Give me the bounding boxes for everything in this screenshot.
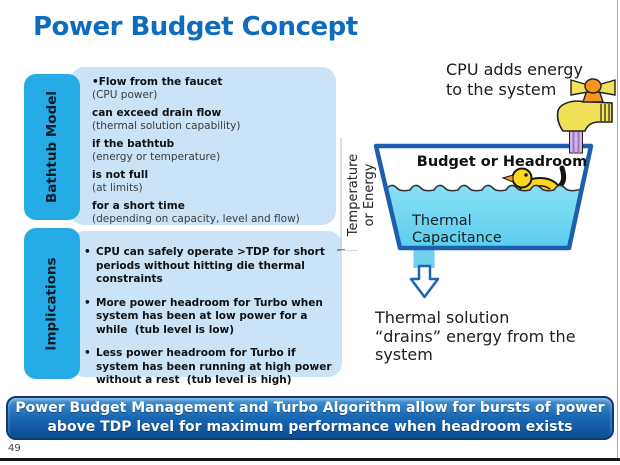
item-head: for a short time [92, 200, 185, 212]
bathtub-diagram [337, 78, 616, 299]
bullet-text: Less power headroom for Turbo if system … [96, 347, 332, 386]
faucet-icon [556, 78, 616, 154]
item-head: can exceed drain flow [92, 107, 222, 119]
item-sub: (depending on capacity, level and flow) [92, 213, 300, 225]
list-item: •Flow from the faucet (CPU power) [92, 76, 326, 102]
bullet-glyph: • [84, 296, 91, 309]
item-sub: (at limits) [92, 182, 143, 194]
bathtub-model-label-box: Bathtub Model [24, 74, 80, 220]
bullet-glyph: • [84, 246, 91, 258]
bullet-text: More power headroom for Turbo when syste… [96, 296, 323, 336]
summary-banner-text: Power Budget Management and Turbo Algori… [15, 400, 605, 435]
slide-bottom-edge [0, 458, 620, 461]
item-head: if the bathtub [92, 138, 175, 150]
list-item: • CPU can safely operate >TDP for short … [84, 246, 336, 287]
budget-headroom-label: Budget or Headroom [416, 154, 588, 170]
list-item: can exceed drain flow (thermal solution … [92, 107, 326, 133]
implications-label: Implications [44, 256, 60, 351]
item-sub: (energy or temperature) [92, 151, 221, 163]
bathtub-model-label: Bathtub Model [44, 90, 60, 204]
thermal-solution-caption: Thermal solution “drains” energy from th… [375, 308, 576, 364]
item-head: is not full [92, 169, 149, 181]
implications-panel: • CPU can safely operate >TDP for short … [70, 231, 342, 386]
temperature-energy-axis-label: Temperature or Energy [346, 153, 377, 237]
bullet-glyph: • [84, 347, 91, 359]
water-icon [385, 184, 583, 248]
bathtub-model-panel: •Flow from the faucet (CPU power) can ex… [70, 67, 336, 225]
bullet-text: CPU can safely operate >TDP for short pe… [96, 246, 325, 285]
item-sub: (CPU power) [92, 89, 158, 101]
thermal-capacitance-label: Thermal Capacitance [412, 213, 502, 246]
list-item: is not full (at limits) [92, 169, 326, 195]
list-item: for a short time (depending on capacity,… [92, 200, 326, 226]
implications-label-box: Implications [24, 228, 80, 379]
list-item: • Less power headroom for Turbo if syste… [84, 347, 336, 388]
summary-banner: Power Budget Management and Turbo Algori… [6, 396, 614, 440]
list-item: if the bathtub (energy or temperature) [92, 138, 326, 164]
page-title: Power Budget Concept [33, 12, 358, 42]
list-item: • More power headroom for Turbo when sys… [84, 297, 336, 338]
tub-outline [373, 143, 594, 251]
page-number: 49 [8, 443, 21, 454]
drain-pipe [413, 246, 435, 268]
slide-right-edge [617, 0, 618, 459]
cpu-adds-energy-caption: CPU adds energy to the system [446, 60, 583, 99]
item-head: •Flow from the faucet [92, 76, 223, 88]
item-sub: (thermal solution capability) [92, 120, 241, 132]
temperature-axis [337, 138, 358, 251]
drain-arrow-icon [409, 264, 440, 299]
